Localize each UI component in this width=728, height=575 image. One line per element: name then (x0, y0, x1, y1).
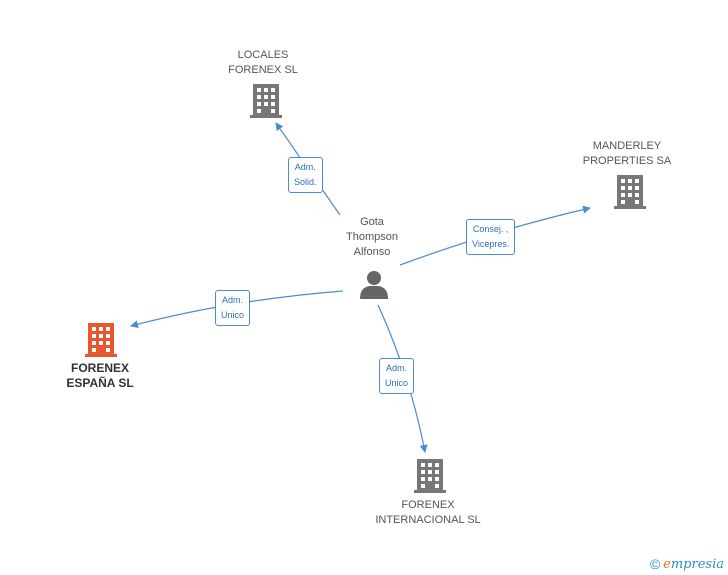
footer-brand: © empresia (650, 556, 724, 572)
relation-label-manderley[interactable]: Consej. , Vicepres. (466, 219, 516, 255)
relation-label-locales[interactable]: Adm. Solid. (288, 157, 323, 193)
company-name-espana[interactable]: FORENEX ESPAÑA SL (66, 361, 134, 390)
copyright-icon: © (649, 556, 661, 572)
company-name-manderley[interactable]: MANDERLEY PROPERTIES SA (582, 140, 672, 167)
building-icon[interactable] (250, 84, 282, 118)
company-name-locales[interactable]: LOCALES FORENEX SL (228, 49, 298, 76)
brand-logo[interactable]: empresia (663, 556, 724, 572)
relation-label-espana[interactable]: Adm. Unico (215, 290, 251, 326)
building-icon[interactable] (414, 459, 446, 493)
relation-label-internacional[interactable]: Adm. Unico (379, 358, 415, 394)
building-icon[interactable] (85, 323, 117, 357)
building-icon[interactable] (614, 175, 646, 209)
person-name[interactable]: Gota Thompson Alfonso (346, 216, 398, 258)
person-icon[interactable] (359, 270, 389, 300)
company-name-internacional[interactable]: FORENEX INTERNACIONAL SL (375, 499, 481, 526)
